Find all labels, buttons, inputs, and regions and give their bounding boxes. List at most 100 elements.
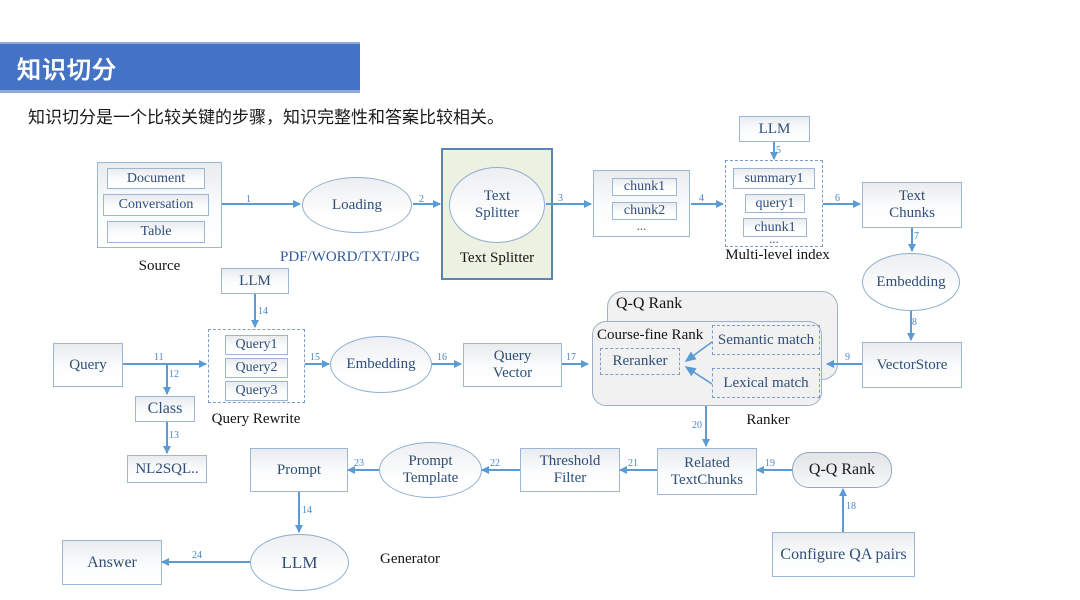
arrow-9 [826,360,862,368]
arrow-6 [823,200,861,208]
edge-num-14: 14 [258,306,268,317]
node-chunk1: chunk1 [612,178,677,196]
node-summary1: summary1 [733,168,815,189]
node-table: Table [107,221,205,243]
course-fine-rank-label: Course-fine Rank [597,327,704,343]
query-rewrite-box [208,329,305,403]
arrow-13 [163,422,171,454]
edge-num-7: 7 [914,231,919,242]
edge-num-13: 13 [169,430,179,441]
node-reranker: Reranker [600,348,680,375]
node-nl2sql: NL2SQL.. [127,455,207,483]
arrow-3 [546,200,592,208]
arrow-11 [123,360,207,368]
node-qq-rank: Q-Q Rank [792,452,892,488]
page-title: 知识切分 [17,56,117,84]
edge-num-2: 2 [419,194,424,205]
arrow-8 [907,311,915,341]
arrow-1 [222,200,301,208]
arrow-12 [163,364,171,395]
node-chunk1-index: chunk1 [743,218,807,237]
course-fine-rank-group [592,321,822,406]
reranker-merge-arrows [684,341,713,385]
edge-num-8: 8 [912,317,917,328]
arrow-24 [161,558,250,566]
edge-num-5: 5 [776,145,781,156]
edge-num-12: 12 [169,369,179,380]
chunks-ellipsis: ... [636,218,647,233]
text-splitter-label: Text Splitter [459,250,535,266]
node-configure-qa-pairs: Configure QA pairs [772,532,915,577]
node-text-splitter: Text Splitter [449,167,545,243]
node-vectorstore: VectorStore [862,342,962,388]
edge-num-4: 4 [699,193,704,204]
arrow-14 [251,294,259,328]
arrow-23 [347,466,379,474]
edge-num-3: 3 [558,193,563,204]
arrow-5 [770,142,778,160]
node-query1: query1 [745,194,805,213]
arrow-18 [839,488,847,532]
formats-label: PDF/WORD/TXT/JPG [280,249,421,265]
node-loading: Loading [302,177,412,233]
node-llm-bottom: LLM [250,534,349,591]
arrow-7 [908,228,916,252]
node-answer: Answer [62,540,162,585]
node-conversation: Conversation [103,194,209,216]
node-prompt-template: Prompt Template [379,442,482,498]
arrow-22 [481,466,520,474]
node-semantic-match: Semantic match [712,325,820,355]
source-label: Source [138,258,181,274]
edge-num-1: 1 [246,194,251,205]
edge-num-9: 9 [845,352,850,363]
subtitle-text: 知识切分是一个比较关键的步骤，知识完整性和答案比较相关。 [28,108,504,127]
arrow-4 [691,200,724,208]
edge-num-15: 15 [310,352,320,363]
node-class: Class [135,396,195,422]
edge-num-17: 17 [566,352,576,363]
node-query-2: Query2 [225,358,288,378]
edge-num-23: 23 [354,458,364,469]
multi-level-index-label: Multi-level index [725,247,830,263]
query-rewrite-label: Query Rewrite [211,411,301,427]
arrow-14b [295,492,303,533]
arrow-20 [702,406,710,447]
node-lexical-match: Lexical match [712,368,820,398]
node-chunk2: chunk2 [612,202,677,220]
node-document: Document [107,168,205,189]
edge-num-16: 16 [437,352,447,363]
ranker-label: Ranker [746,412,790,428]
node-embedding-right: Embedding [862,253,960,311]
edge-num-22: 22 [490,458,500,469]
arrow-15 [305,360,330,368]
qq-rank-group-label: Q-Q Rank [616,295,683,312]
edge-num-19: 19 [765,458,775,469]
node-llm-top: LLM [739,116,810,142]
node-prompt: Prompt [250,448,348,492]
multi-level-index-box [725,160,823,247]
arrow-17 [562,360,589,368]
arrow-21 [619,466,657,474]
edge-num-14b: 14 [302,505,312,516]
node-llm-mid: LLM [221,268,289,294]
arrow-16 [432,360,462,368]
edge-num-20: 20 [692,420,702,431]
title-bar: 知识切分 [0,42,360,93]
arrow-2 [413,200,441,208]
edge-num-21: 21 [628,458,638,469]
node-query: Query [53,343,123,387]
arrow-19 [756,466,792,474]
node-query-vector: Query Vector [463,343,562,387]
edge-num-11: 11 [154,352,164,363]
edge-num-6: 6 [835,193,840,204]
node-query-3: Query3 [225,381,288,401]
node-related-textchunks: Related TextChunks [657,448,757,495]
node-query-1: Query1 [225,335,288,355]
node-embedding-mid: Embedding [330,336,432,393]
generator-label: Generator [380,551,440,567]
multi-level-ellipsis: ... [769,231,779,246]
node-text-chunks: Text Chunks [862,182,962,228]
edge-num-18: 18 [846,501,856,512]
node-threshold-filter: Threshold Filter [520,448,620,492]
